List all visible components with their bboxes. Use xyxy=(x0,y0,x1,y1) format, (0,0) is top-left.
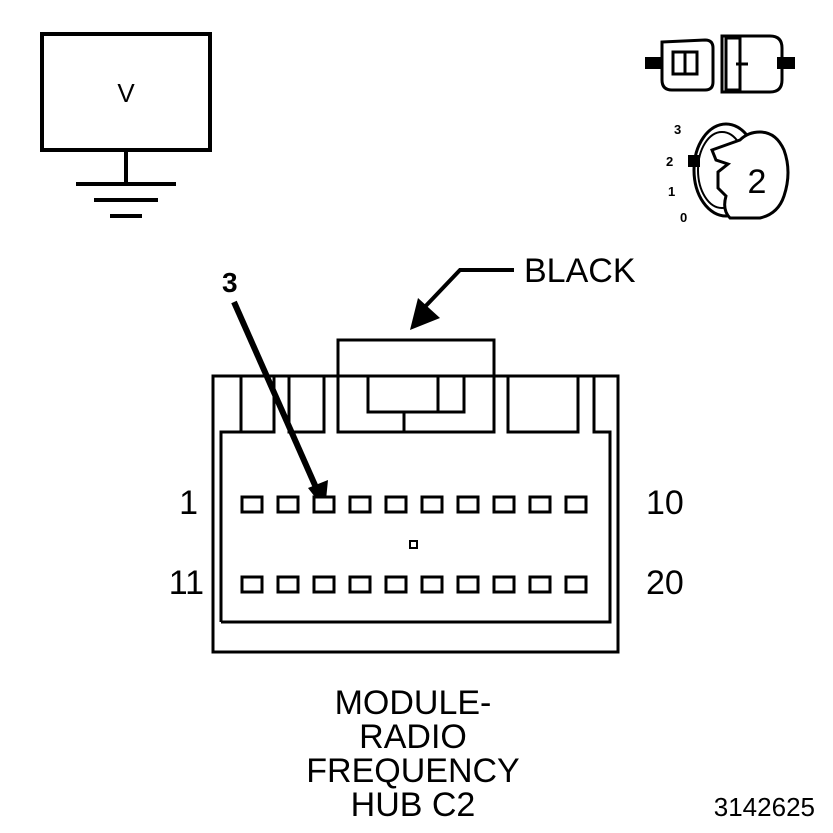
title-line-4: HUB C2 xyxy=(351,786,476,824)
color-callout: BLACK xyxy=(410,252,636,330)
ignition-key xyxy=(710,130,790,220)
pin-2 xyxy=(276,495,300,514)
disconnected-connector-icon xyxy=(645,34,795,94)
pin-7 xyxy=(456,495,480,514)
pin-17 xyxy=(456,575,480,594)
color-callout-arrowhead xyxy=(410,298,440,330)
figure-number: 3142625 xyxy=(714,792,815,822)
connector-lock-tab xyxy=(336,338,496,378)
pin-row-bottom xyxy=(240,575,588,594)
connector-inner-cavity xyxy=(221,376,243,434)
row1-start-label: 1 xyxy=(179,484,198,522)
pin-4 xyxy=(348,495,372,514)
row2-start-label: 11 xyxy=(169,564,204,602)
pin-20 xyxy=(564,575,588,594)
ignition-position-1: 1 xyxy=(668,184,675,199)
row2-end-label: 20 xyxy=(646,564,684,602)
ignition-switch-icon: 3 2 1 0 2 xyxy=(666,122,790,225)
row1-end-label: 10 xyxy=(646,484,684,522)
title-line-2: RADIO xyxy=(359,718,467,756)
title-line-1: MODULE- xyxy=(335,684,492,722)
pin-10 xyxy=(564,495,588,514)
connector-body xyxy=(211,338,620,654)
pin-6 xyxy=(420,495,444,514)
ignition-position-3: 3 xyxy=(674,122,681,137)
pin-11 xyxy=(240,575,264,594)
pin-row-top xyxy=(240,495,588,514)
voltmeter-symbol: V xyxy=(40,32,212,218)
pin-14 xyxy=(348,575,372,594)
pin-16 xyxy=(420,575,444,594)
ignition-position-0: 0 xyxy=(680,210,687,225)
callout-pin-number: 3 xyxy=(222,267,238,298)
pin-19 xyxy=(528,575,552,594)
voltmeter-label: V xyxy=(117,78,135,108)
connector-title: MODULE- RADIO FREQUENCY HUB C2 xyxy=(306,684,519,824)
pin-3 xyxy=(312,495,336,514)
pin-15 xyxy=(384,575,408,594)
ignition-key-position: 2 xyxy=(748,163,767,201)
title-line-3: FREQUENCY xyxy=(306,752,519,790)
pin-5 xyxy=(384,495,408,514)
connector-color-label: BLACK xyxy=(524,252,636,290)
polarization-key xyxy=(409,540,418,549)
pin-13 xyxy=(312,575,336,594)
pin-8 xyxy=(492,495,516,514)
pin-callout: 3 xyxy=(222,267,328,510)
pin-12 xyxy=(276,575,300,594)
ignition-position-2: 2 xyxy=(666,154,673,169)
pin-18 xyxy=(492,575,516,594)
pin-1 xyxy=(240,495,264,514)
pin-9 xyxy=(528,495,552,514)
